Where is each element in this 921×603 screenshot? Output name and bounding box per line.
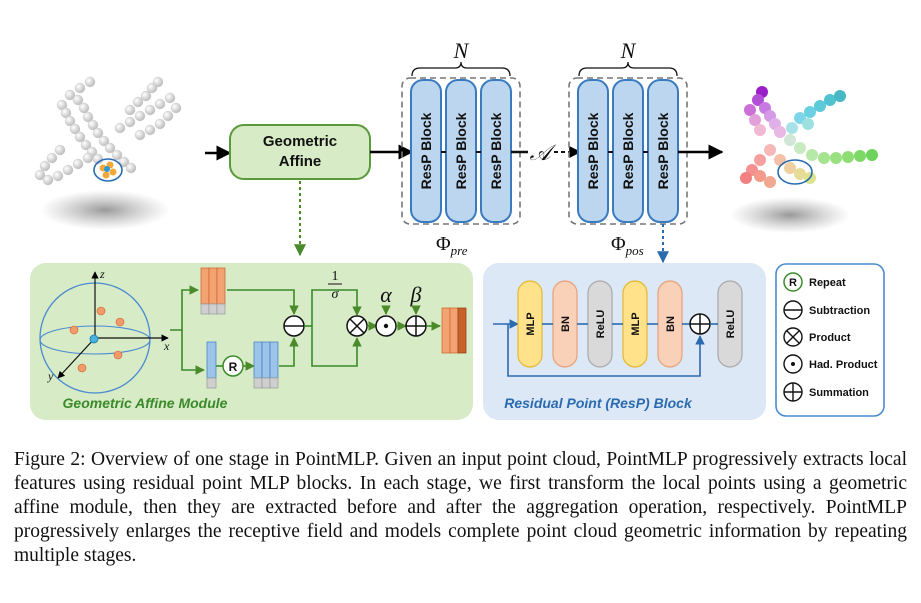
axis-y-label: y [47, 369, 54, 383]
pre-resp-blocks: N ResP Block ResP Block ResP Block Φpre [401, 38, 521, 258]
axis-z-label: z [99, 267, 105, 281]
layer-relu-1: ReLU [595, 310, 607, 339]
figure-caption-text: Figure 2: Overview of one stage in Point… [14, 449, 907, 566]
layer-bn-1: BN [560, 316, 572, 332]
legend: R Repeat Subtraction Product Had. Produc… [775, 263, 885, 417]
phi-pos-label: Φpos [611, 233, 644, 258]
geometric-affine-module-title: Geometric Affine Module [63, 395, 228, 411]
legend-repeat: Repeat [809, 277, 846, 289]
layer-relu-2: ReLU [725, 310, 737, 339]
resp-block-pre-2: ResP Block [453, 112, 469, 189]
geometric-affine-label-1: Geometric [263, 133, 337, 150]
resp-block-panel: MLP BN ReLU MLP BN ReLU Residual Point (… [483, 263, 766, 420]
n-label-pre: N [453, 38, 470, 63]
one-over-sigma-den: σ [332, 287, 340, 302]
aggregation-symbol: 𝒜 [530, 141, 557, 166]
n-label-pos: N [620, 38, 637, 63]
layer-mlp-2: MLP [630, 312, 642, 335]
resp-block-pos-1: ResP Block [585, 112, 601, 189]
resp-block-pos-2: ResP Block [620, 112, 636, 189]
figure-caption: Figure 2: Overview of one stage in Point… [14, 448, 907, 568]
resp-block-pos-3: ResP Block [655, 112, 671, 189]
phi-pre-label: Φpre [436, 233, 468, 258]
legend-product: Product [809, 332, 851, 344]
legend-had-product: Had. Product [809, 359, 878, 371]
axis-x-label: x [163, 339, 170, 353]
pos-resp-blocks: N ResP Block ResP Block ResP Block Φpos [568, 38, 688, 258]
input-point-cloud [34, 76, 182, 230]
one-over-sigma-num: 1 [332, 269, 339, 284]
resp-block-pre-1: ResP Block [418, 112, 434, 189]
legend-subtraction: Subtraction [809, 305, 870, 317]
legend-repeat-icon: R [789, 277, 797, 289]
pointmlp-stage-figure: Geometric Affine N ResP Block ResP Block… [30, 38, 885, 420]
repeat-symbol: R [229, 360, 238, 374]
resp-block-title: Residual Point (ResP) Block [504, 395, 693, 411]
geometric-affine-module-panel: z x y R [30, 263, 473, 420]
beta-label: β [410, 282, 422, 307]
geometric-affine-label-2: Affine [279, 153, 322, 170]
legend-summation: Summation [809, 387, 869, 399]
layer-bn-2: BN [665, 316, 677, 332]
output-point-cloud [730, 86, 878, 233]
resp-block-pre-3: ResP Block [488, 112, 504, 189]
geometric-affine-box: Geometric Affine [229, 124, 371, 180]
layer-mlp-1: MLP [525, 312, 537, 335]
alpha-label: α [380, 282, 392, 307]
